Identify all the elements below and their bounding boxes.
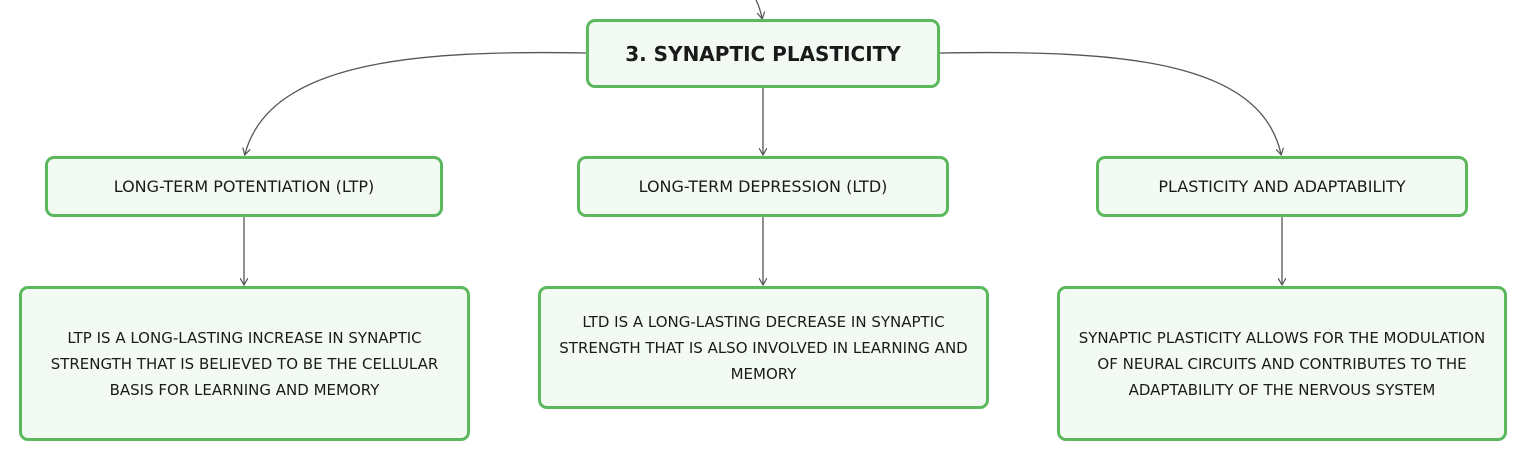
branch-node-ltp[interactable]: LONG-TERM POTENTIATION (LTP) [45, 156, 443, 217]
detail-node-ltd[interactable]: LTD IS A LONG-LASTING DECREASE IN SYNAPT… [538, 286, 989, 409]
branch-node-label: LONG-TERM POTENTIATION (LTP) [113, 177, 375, 196]
connector-root-to-ltp [245, 51, 587, 154]
branch-node-adaptability[interactable]: PLASTICITY AND ADAPTABILITY [1096, 156, 1468, 217]
detail-node-ltp[interactable]: LTP IS A LONG-LASTING INCREASE IN SYNAPT… [19, 286, 470, 441]
root-node-synaptic-plasticity[interactable]: 3. SYNAPTIC PLASTICITY [586, 19, 940, 88]
root-node-label: 3. SYNAPTIC PLASTICITY [625, 41, 901, 66]
detail-node-adaptability[interactable]: SYNAPTIC PLASTICITY ALLOWS FOR THE MODUL… [1057, 286, 1507, 441]
branch-node-ltd[interactable]: LONG-TERM DEPRESSION (LTD) [577, 156, 949, 217]
branch-node-label: PLASTICITY AND ADAPTABILITY [1158, 177, 1406, 196]
detail-node-text: LTD IS A LONG-LASTING DECREASE IN SYNAPT… [559, 312, 968, 383]
connector-parent-to-root [755, 0, 762, 18]
connector-root-to-adaptability [939, 51, 1281, 154]
detail-node-text: SYNAPTIC PLASTICITY ALLOWS FOR THE MODUL… [1078, 328, 1486, 399]
branch-node-label: LONG-TERM DEPRESSION (LTD) [638, 177, 888, 196]
detail-node-text: LTP IS A LONG-LASTING INCREASE IN SYNAPT… [50, 328, 439, 399]
